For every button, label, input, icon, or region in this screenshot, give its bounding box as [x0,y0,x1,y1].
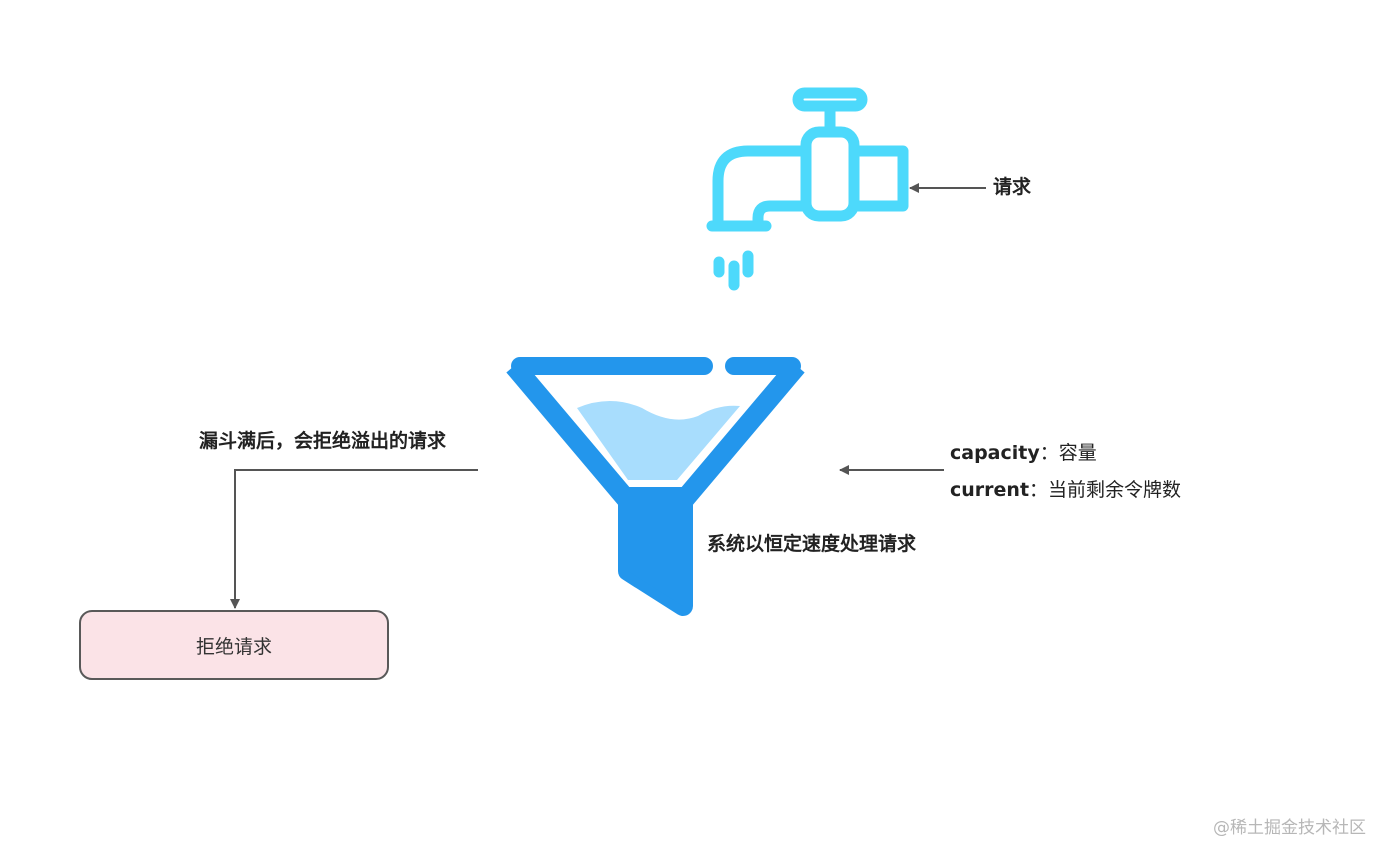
overflow-arrow [230,469,478,609]
param-key: capacity [950,442,1040,464]
reject-label: 拒绝请求 [195,635,272,658]
overflow-label: 漏斗满后，会拒绝溢出的请求 [199,430,447,452]
capacity-param: capacity：容量 [950,442,1097,465]
param-key: current [950,479,1030,501]
request-label: 请求 [993,176,1032,198]
system-rate-label: 系统以恒定速度处理请求 [707,533,917,555]
reject-request-box: 拒绝请求 [79,610,389,680]
param-value: 当前剩余令牌数 [1048,479,1182,501]
funnel-icon [506,357,805,616]
param-separator: ： [1039,442,1059,464]
current-param: current：当前剩余令牌数 [950,479,1181,502]
faucet-icon [706,87,909,291]
param-value: 容量 [1058,442,1097,464]
watermark: @稀土掘金技术社区 [1213,818,1366,838]
param-separator: ： [1029,479,1049,501]
